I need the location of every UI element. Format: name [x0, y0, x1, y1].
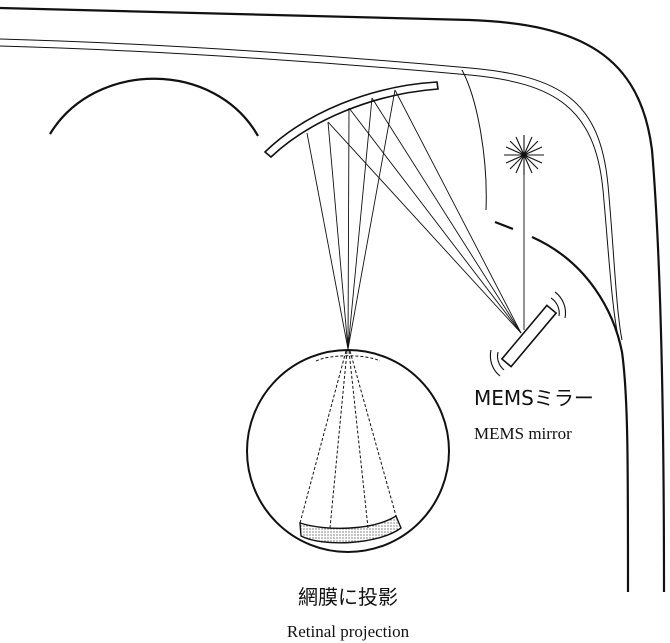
vibration-arcs-icon: [489, 291, 567, 377]
mems-mirror-label-ja: MEMSミラー: [474, 386, 594, 410]
mems-mirror-plate: [500, 304, 558, 368]
beam-lens-to-eye-3: [347, 107, 350, 350]
beam-mirror-to-lens-4: [394, 89, 522, 334]
temple-arm-stub: [494, 220, 514, 231]
projection-cone-right-outer: [349, 350, 397, 517]
beam-mirror-to-lens-1: [327, 121, 522, 334]
frame-outer-edge: [0, 6, 666, 593]
frame-inner-rail-2: [0, 45, 621, 346]
retinal-projection-label-en: Retinal projection: [287, 622, 410, 641]
frame-inner-rail-1: [0, 38, 623, 341]
retinal-projection-label-ja: 網膜に投影: [298, 585, 398, 609]
retina-patch: [299, 514, 402, 544]
curved-surface-arc: [49, 77, 259, 137]
beam-lens-to-eye-4: [347, 97, 373, 350]
beam-lens-to-eye-5: [347, 89, 396, 350]
beam-mirror-to-lens-2: [348, 107, 522, 334]
beam-lens-to-eye-1: [306, 132, 349, 350]
scan-beams: [306, 89, 525, 350]
mems-mirror: [489, 291, 567, 377]
mems-mirror-label-en: MEMS mirror: [474, 424, 572, 443]
projection-cone-right-inner: [348, 350, 369, 529]
eyeball: [246, 349, 450, 553]
cornea-dashed: [315, 355, 381, 362]
beam-lens-to-eye-2: [327, 121, 349, 350]
combiner-lens: [263, 81, 439, 159]
headset-frame: [0, 6, 666, 593]
eyeball-outline: [246, 349, 450, 553]
frame-lens-edge: [461, 69, 487, 211]
starburst-icon: [504, 135, 544, 175]
temple-arm: [531, 235, 630, 593]
beam-mirror-to-lens-3: [371, 97, 522, 334]
